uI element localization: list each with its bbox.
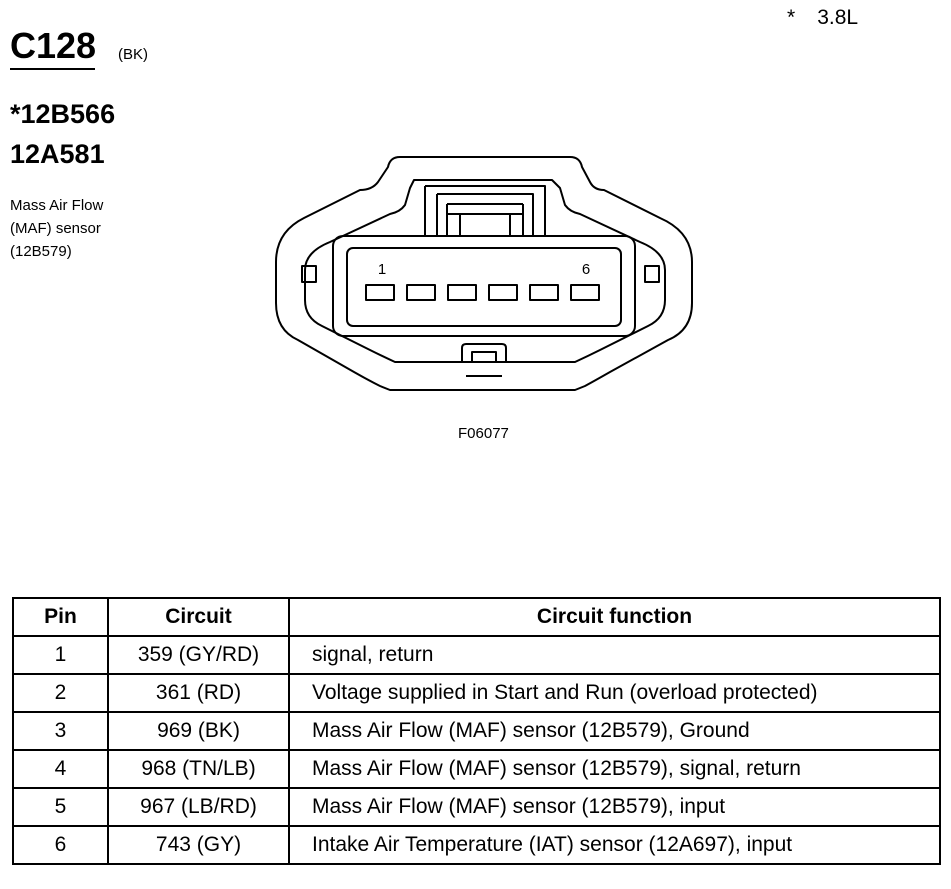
pin-table: Pin Circuit Circuit function 1 359 (GY/R… <box>12 597 941 865</box>
table-row: 1 359 (GY/RD) signal, return <box>12 635 941 675</box>
component-description: Mass Air Flow (MAF) sensor (12B579) <box>10 194 103 263</box>
connector-housing-outer <box>275 156 693 391</box>
connector-side-rib-left <box>301 265 317 283</box>
pin-terminal-2 <box>406 284 436 301</box>
connector-id: C128 <box>10 28 96 70</box>
table-row: 6 743 (GY) Intake Air Temperature (IAT) … <box>12 825 941 865</box>
cell-pin: 1 <box>12 635 109 675</box>
cell-function: Mass Air Flow (MAF) sensor (12B579), Gro… <box>288 711 941 751</box>
connector-side-rib-right <box>644 265 660 283</box>
pin-cavity-outer <box>332 235 636 337</box>
connector-housing-inner <box>304 179 666 363</box>
table-row: 4 968 (TN/LB) Mass Air Flow (MAF) sensor… <box>12 749 941 789</box>
pin-label-last: 6 <box>582 261 590 278</box>
connector-color: (BK) <box>118 46 148 63</box>
table-row: 5 967 (LB/RD) Mass Air Flow (MAF) sensor… <box>12 787 941 827</box>
pin-terminal-3 <box>447 284 477 301</box>
pin-group <box>365 284 600 301</box>
component-description-line: (MAF) sensor <box>10 220 101 237</box>
cell-pin: 3 <box>12 711 109 751</box>
cell-function: Voltage supplied in Start and Run (overl… <box>288 673 941 713</box>
cell-circuit: 361 (RD) <box>107 673 290 713</box>
part-number-2: 12A581 <box>10 139 105 169</box>
table-header-row: Pin Circuit Circuit function <box>12 597 941 637</box>
footnote: * 3.8L <box>787 6 858 30</box>
header-pin: Pin <box>12 597 109 637</box>
component-description-line: (12B579) <box>10 243 72 260</box>
connector-face-diagram: 1 6 <box>275 156 693 391</box>
header-circuit-function: Circuit function <box>288 597 941 637</box>
cell-function: Mass Air Flow (MAF) sensor (12B579), inp… <box>288 787 941 827</box>
cell-function: Mass Air Flow (MAF) sensor (12B579), sig… <box>288 749 941 789</box>
pin-terminal-6 <box>570 284 600 301</box>
figure-code: F06077 <box>458 425 509 442</box>
connector-key <box>461 343 507 377</box>
connector-latch <box>424 185 546 236</box>
table-row: 2 361 (RD) Voltage supplied in Start and… <box>12 673 941 713</box>
pin-terminal-5 <box>529 284 559 301</box>
cell-pin: 4 <box>12 749 109 789</box>
connector-latch-inner <box>436 193 534 236</box>
cell-pin: 6 <box>12 825 109 865</box>
cell-pin: 2 <box>12 673 109 713</box>
component-description-line: Mass Air Flow <box>10 197 104 214</box>
part-number-1: *12B566 <box>10 99 116 129</box>
pin-terminal-1 <box>365 284 395 301</box>
footnote-text: 3.8L <box>817 6 859 29</box>
table-row: 3 969 (BK) Mass Air Flow (MAF) sensor (1… <box>12 711 941 751</box>
footnote-marker: * <box>787 6 796 29</box>
pin-label-first: 1 <box>378 261 386 278</box>
cell-circuit: 359 (GY/RD) <box>107 635 290 675</box>
pin-terminal-4 <box>488 284 518 301</box>
pin-cavity-inner <box>346 247 622 327</box>
cell-function: Intake Air Temperature (IAT) sensor (12A… <box>288 825 941 865</box>
cell-pin: 5 <box>12 787 109 827</box>
cell-circuit: 968 (TN/LB) <box>107 749 290 789</box>
header-circuit: Circuit <box>107 597 290 637</box>
cell-circuit: 743 (GY) <box>107 825 290 865</box>
cell-function: signal, return <box>288 635 941 675</box>
cell-circuit: 969 (BK) <box>107 711 290 751</box>
cell-circuit: 967 (LB/RD) <box>107 787 290 827</box>
